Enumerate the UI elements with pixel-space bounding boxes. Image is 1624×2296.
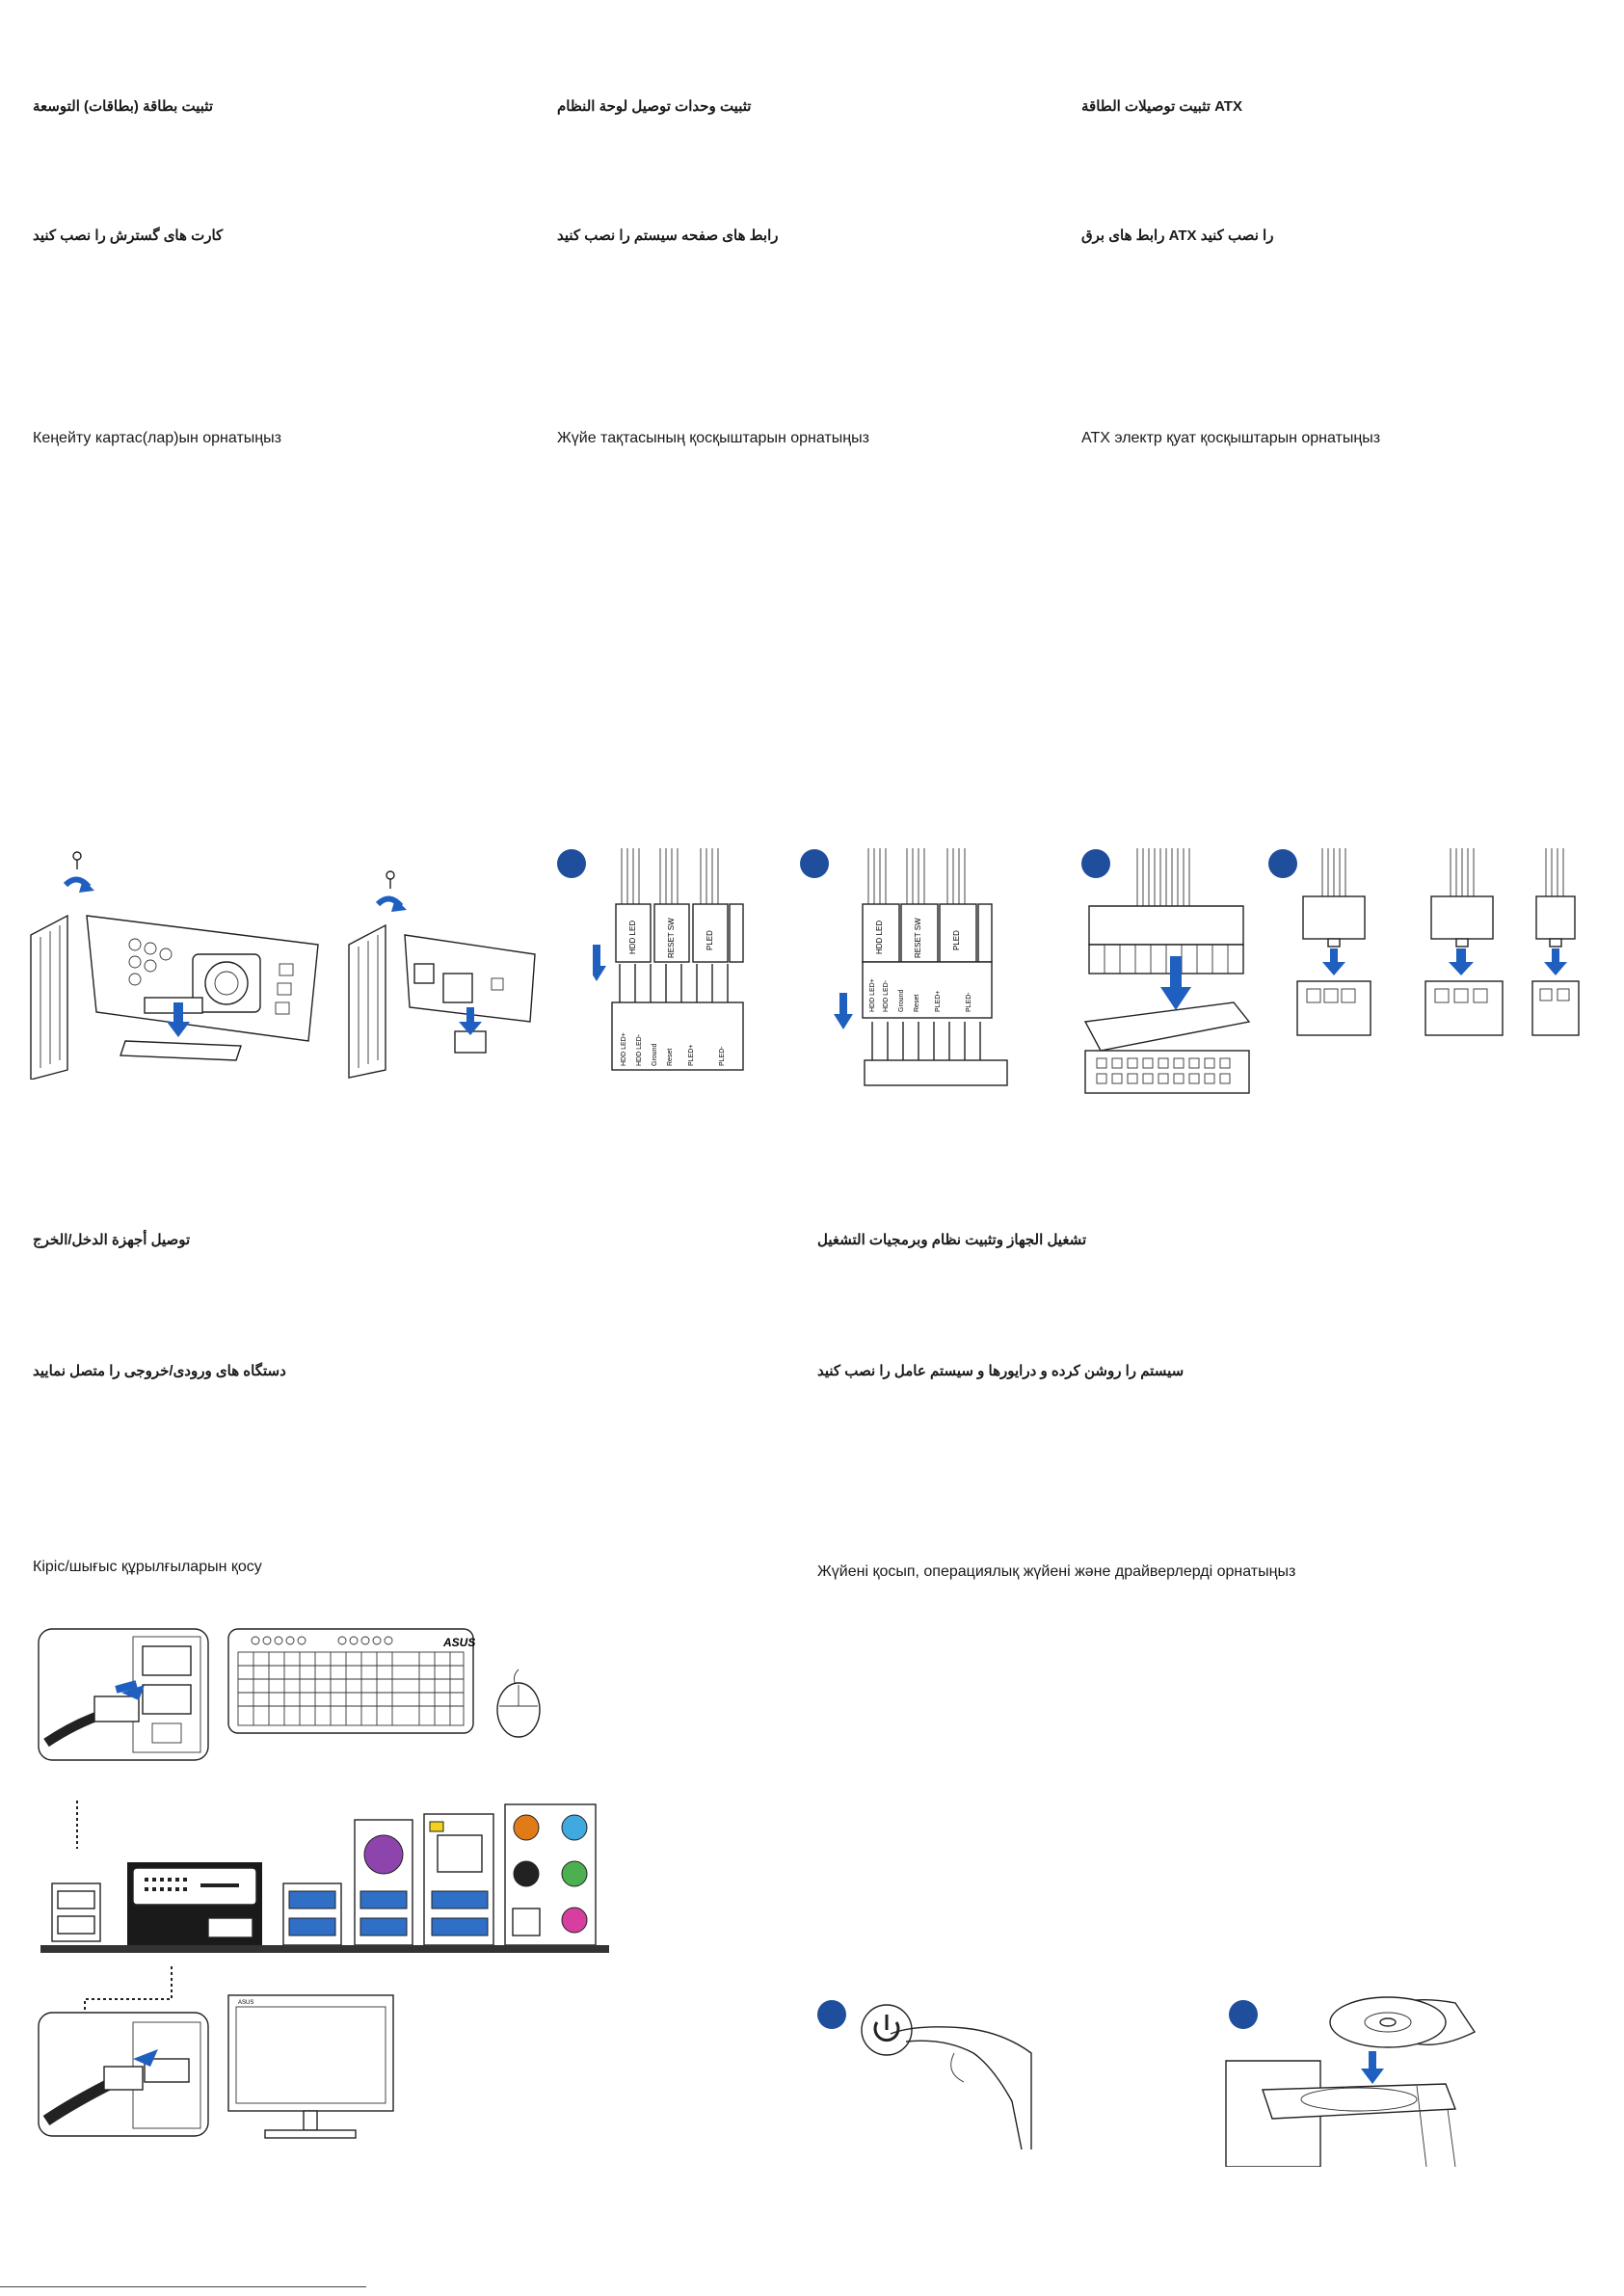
heading-power-on-fa: سیستم را روشن کرده و درایورها و سیستم عا… xyxy=(817,1363,1185,1379)
heading-io-devices-ar: توصيل أجهزة الدخل/الخرج xyxy=(33,1232,191,1248)
rear-io-panel xyxy=(37,1801,609,1960)
step-badge-2-atx-power xyxy=(1268,849,1297,878)
heading-io-devices-fa: دستگاه های ورودی/خروجی را متصل نمایید xyxy=(33,1363,286,1379)
cable-label-reset: Reset xyxy=(914,995,920,1012)
atx-24pin-connector xyxy=(1079,848,1253,1099)
pin-label-reset-sw: RESET SW xyxy=(667,918,676,958)
header-label-reset: Reset xyxy=(667,1049,674,1066)
step-badge-1-system-panel xyxy=(557,849,586,878)
heading-system-panel-fa: رابط های صفحه سیستم را نصب کنید xyxy=(557,227,779,244)
keyboard-icon: ASUS xyxy=(226,1627,475,1735)
cable-label-ground: Ground xyxy=(898,990,905,1012)
screw-icon xyxy=(72,851,82,869)
pin-label-pled: PLED xyxy=(706,930,714,950)
expansion-card-illustration-large xyxy=(29,848,337,1080)
atx-8pin-connector xyxy=(1293,848,1375,1051)
monitor-icon: ASUS xyxy=(226,1993,395,2143)
atx-4pin-connector xyxy=(1531,848,1584,1051)
mouse-icon xyxy=(490,1668,547,1740)
keyboard-brand: ASUS xyxy=(442,1636,475,1649)
step-badge-1-atx-power xyxy=(1081,849,1110,878)
step-badge-2-power-on xyxy=(1229,2000,1258,2029)
heading-expansion-kz: Кеңейту картас(лар)ын орнатыңыз xyxy=(33,430,281,446)
heading-atx-power-fa: رابط های برق ATX را نصب کنید xyxy=(1081,227,1274,244)
cable-label-hdd-led-plus: HDD LED+ xyxy=(869,978,876,1012)
cable-label-pled-plus: PLED+ xyxy=(935,991,942,1012)
power-button-press xyxy=(848,1995,1041,2149)
heading-atx-power-ar: تثبيت توصيلات الطاقة ATX xyxy=(1081,98,1242,115)
header-label-hdd-led-plus: HDD LED+ xyxy=(621,1032,627,1066)
usb-plug-detail xyxy=(37,1627,210,1762)
cable-label-pled-minus: PLED- xyxy=(966,992,972,1012)
system-panel-connector-b: HDD LED RESET SW PLED HDD LED+ HDD LED- … xyxy=(834,848,1017,1113)
heading-system-panel-ar: تثبيت وحدات توصيل لوحة النظام xyxy=(557,98,752,115)
atx-8pin-connector-alt xyxy=(1422,848,1508,1051)
step-badge-2-system-panel xyxy=(800,849,829,878)
header-label-hdd-led-minus: HDD LED- xyxy=(636,1033,643,1066)
heading-power-on-ar: تشغيل الجهاز وتثبيت نظام وبرمجيات التشغي… xyxy=(817,1232,1087,1248)
monitor-brand: ASUS xyxy=(238,2000,253,2006)
hdmi-plug-detail xyxy=(37,1966,210,2140)
optical-disc-icon xyxy=(1329,1996,1447,2048)
pin-label-hdd-led: HDD LED xyxy=(628,921,637,954)
heading-power-on-kz: Жүйені қосып, операциялық жүйені және др… xyxy=(817,1563,1296,1580)
pin-label-reset-sw-b: RESET SW xyxy=(914,918,922,958)
screw-icon xyxy=(386,870,395,889)
footer-rule xyxy=(0,2286,366,2287)
pin-label-hdd-led-b: HDD LED xyxy=(875,921,884,954)
heading-atx-power-kz: ATX электр қуат қосқыштарын орнатыңыз xyxy=(1081,430,1381,446)
power-button-icon xyxy=(861,2004,913,2056)
heading-system-panel-kz: Жүйе тақтасының қосқыштарын орнатыңыз xyxy=(557,430,869,446)
system-panel-connector-a: HDD LED RESET SW PLED HDD LED+ HDD LED- … xyxy=(593,848,757,1094)
step-badge-1-power-on xyxy=(817,2000,846,2029)
optical-disc-insert xyxy=(1224,1984,1484,2167)
header-label-pled-plus: PLED+ xyxy=(688,1045,695,1066)
heading-expansion-ar: تثبيت بطاقة (بطاقات) التوسعة xyxy=(33,98,214,115)
header-label-pled-minus: PLED- xyxy=(719,1046,726,1066)
expansion-card-illustration-small xyxy=(347,868,549,1080)
pin-label-pled-b: PLED xyxy=(952,930,961,950)
cable-label-hdd-led-minus: HDD LED- xyxy=(883,979,890,1012)
heading-io-devices-kz: Кіріс/шығыс құрылғыларын қосу xyxy=(33,1559,262,1575)
header-label-ground: Ground xyxy=(652,1044,658,1066)
heading-expansion-fa: کارت های گسترش را نصب کنید xyxy=(33,227,224,244)
